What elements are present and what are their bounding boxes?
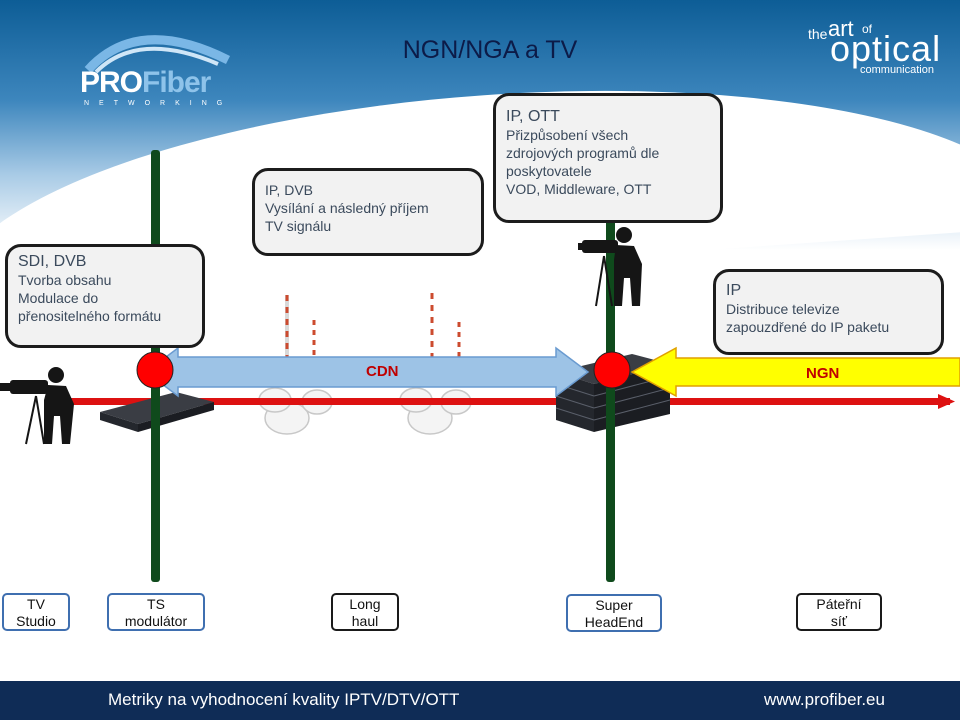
- cdn-arrow: [144, 346, 590, 398]
- info-box-line: poskytovatele: [506, 163, 592, 179]
- info-box-line: TV signálu: [265, 218, 332, 234]
- stage-tv-studio: TV Studio: [2, 593, 70, 631]
- info-box-ip: IP Distribuce televize zapouzdřené do IP…: [713, 269, 944, 355]
- info-box-line: SDI, DVB: [18, 253, 87, 270]
- info-box-line: Tvorba obsahu: [18, 272, 112, 288]
- info-box-ott: IP, OTT Přizpůsobení všech zdrojových pr…: [493, 93, 723, 223]
- brand-art-of-optical: the art of optical communication: [800, 10, 950, 80]
- info-box-line: přenositelného formátu: [18, 308, 162, 324]
- stage-label-line: síť: [830, 613, 848, 629]
- stage-label-line: TS: [147, 596, 165, 612]
- fiber-line: [70, 394, 955, 409]
- stage-long-haul: Long haul: [331, 593, 399, 631]
- brand-communication: communication: [860, 64, 934, 76]
- stage-label-line: HeadEnd: [584, 614, 644, 630]
- profiber-logo: PROFiber NETWORKING: [78, 20, 238, 110]
- footer-title: Metriky na vyhodnocení kvality IPTV/DTV/…: [108, 690, 460, 709]
- footer-url[interactable]: www.profiber.eu: [764, 690, 885, 709]
- brand-optical: optical: [830, 28, 942, 69]
- info-box-line: zdrojových programů dle: [506, 145, 660, 161]
- stage-backbone: Páteřní síť: [796, 593, 882, 631]
- info-box-line: Distribuce televize: [726, 301, 840, 317]
- ngn-label: NGN: [806, 365, 840, 382]
- ngn-arrow: [630, 346, 960, 398]
- footer-bar: Metriky na vyhodnocení kvality IPTV/DTV/…: [0, 681, 960, 720]
- camera-operator-icon: [0, 367, 74, 445]
- logo-fiber: Fiber: [142, 66, 211, 99]
- info-box-sdi: SDI, DVB Tvorba obsahu Modulace do přeno…: [5, 244, 205, 348]
- stage-label-line: Páteřní: [816, 596, 862, 612]
- stage-label-line: Long: [349, 596, 381, 612]
- info-box-line: IP, DVB: [265, 182, 313, 198]
- brand-of: of: [862, 22, 873, 36]
- info-box-dvb: IP, DVB Vysílání a následný příjem TV si…: [252, 168, 484, 256]
- logo-pro: PRO: [80, 66, 143, 99]
- brand-art: art: [828, 16, 854, 41]
- info-box-line: IP: [726, 282, 742, 299]
- logo-networking: NETWORKING: [84, 100, 233, 107]
- logo-wordmark: PROFiber: [80, 66, 211, 100]
- broadcast-tower-icon: [285, 293, 461, 360]
- stage-label-line: modulátor: [124, 613, 188, 629]
- node-marker: [136, 351, 631, 389]
- stage-ts-modulator: TS modulátor: [107, 593, 205, 631]
- cdn-label: CDN: [366, 363, 399, 380]
- page-title: NGN/NGA a TV: [402, 36, 578, 64]
- stage-super-headend: Super HeadEnd: [566, 594, 662, 632]
- info-box-line: zapouzdřené do IP paketu: [726, 319, 890, 335]
- info-box-line: VOD, Middleware, OTT: [506, 181, 652, 197]
- stage-label-line: haul: [351, 613, 379, 629]
- logo-arc-icon: [84, 35, 231, 74]
- info-box-line: Modulace do: [18, 290, 99, 306]
- camera-operator-icon: [578, 227, 642, 307]
- stage-label-line: Super: [595, 597, 633, 613]
- brand-the: the: [808, 26, 828, 42]
- info-box-line: Vysílání a následný příjem: [265, 200, 429, 216]
- satellite-dish-icon: [258, 387, 472, 435]
- info-box-line: IP, OTT: [506, 108, 560, 125]
- stage-label-line: Studio: [16, 613, 56, 629]
- info-box-line: Přizpůsobení všech: [506, 127, 629, 143]
- stage-label-line: TV: [27, 596, 45, 612]
